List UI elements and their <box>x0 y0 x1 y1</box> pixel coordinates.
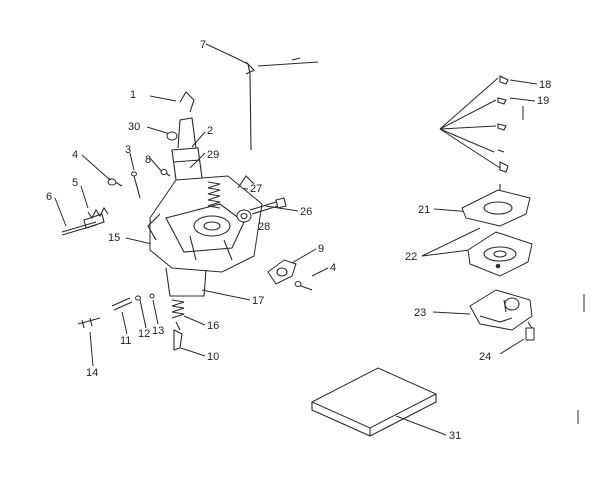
spring-27 <box>207 181 221 209</box>
throttle-shaft <box>245 57 319 151</box>
spring-16 <box>171 299 185 319</box>
part-30 <box>166 131 178 141</box>
label-23: 23 <box>414 307 426 319</box>
label-16: 16 <box>207 320 219 332</box>
label-21: 21 <box>418 204 430 216</box>
label-3: 3 <box>125 144 131 156</box>
part-8 <box>160 169 171 177</box>
needle-6 <box>61 213 105 236</box>
part-labels: 7 1 30 2 4 3 8 29 5 6 27 26 28 15 9 4 17… <box>46 39 551 442</box>
screw-4-right <box>294 281 313 291</box>
label-13: 13 <box>152 325 164 337</box>
gasket-22 <box>467 231 533 277</box>
screw-4-left <box>107 177 123 187</box>
label-4-left: 4 <box>72 149 78 161</box>
label-2: 2 <box>207 125 213 137</box>
label-27: 27 <box>250 183 262 195</box>
label-22: 22 <box>405 251 417 263</box>
label-7: 7 <box>200 39 206 51</box>
label-10: 10 <box>207 351 219 363</box>
spring-5 <box>87 206 109 220</box>
label-17: 17 <box>252 295 264 307</box>
label-1: 1 <box>130 89 136 101</box>
small-parts-11-14 <box>77 293 155 329</box>
edge-marks <box>577 294 585 424</box>
label-15: 15 <box>108 232 120 244</box>
small-screws-18-19 <box>497 75 509 173</box>
label-14: 14 <box>86 367 98 379</box>
label-8: 8 <box>145 154 151 166</box>
washer-28 <box>236 209 252 223</box>
label-26: 26 <box>300 206 312 218</box>
label-30: 30 <box>128 121 140 133</box>
label-19: 19 <box>537 95 549 107</box>
carburetor-body <box>147 91 263 297</box>
fitting-24 <box>525 321 535 341</box>
label-11: 11 <box>120 335 131 347</box>
lever-9 <box>267 259 297 285</box>
pump-cover-21 <box>461 184 531 227</box>
leader-lines <box>54 43 538 436</box>
label-18: 18 <box>539 79 551 91</box>
label-28: 28 <box>258 221 270 233</box>
filter-plate-31 <box>310 367 438 437</box>
label-31: 31 <box>449 430 461 442</box>
label-6: 6 <box>46 191 52 203</box>
label-24: 24 <box>479 351 491 363</box>
label-29: 29 <box>207 149 219 161</box>
housing-23 <box>469 289 533 331</box>
label-5: 5 <box>72 177 78 189</box>
screw-10 <box>173 321 183 351</box>
label-4-right: 4 <box>330 262 336 274</box>
idle-screw-26 <box>249 197 287 215</box>
label-12: 12 <box>138 328 150 340</box>
label-9: 9 <box>318 243 324 255</box>
needle-3 <box>131 171 141 199</box>
